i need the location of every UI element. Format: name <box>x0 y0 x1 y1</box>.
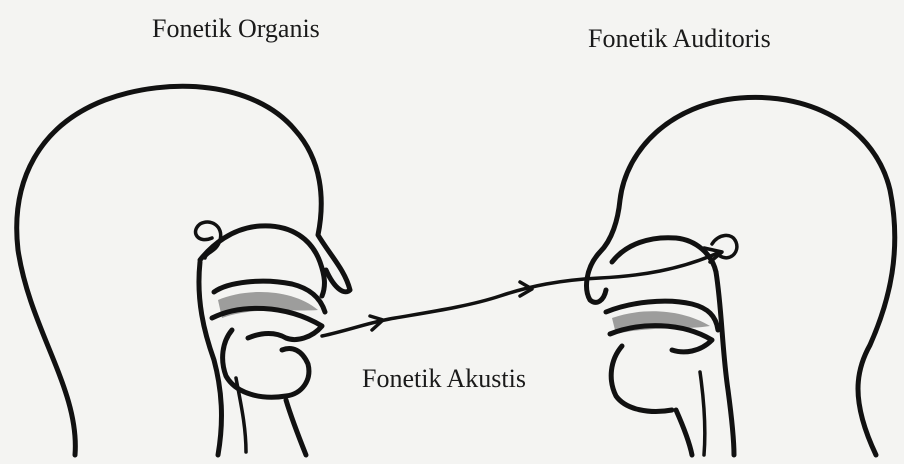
listener-throat-front <box>716 272 734 455</box>
speaker-neck <box>286 400 306 455</box>
label-fonetik-organis: Fonetik Organis <box>152 14 320 44</box>
listener-tongue <box>610 326 712 352</box>
listener-throat-back <box>700 372 705 455</box>
listener-jaw <box>611 346 672 411</box>
speaker-head-outline <box>17 86 350 455</box>
label-fonetik-auditoris: Fonetik Auditoris <box>588 24 771 54</box>
label-fonetik-akustis: Fonetik Akustis <box>362 364 526 394</box>
listener-neck <box>676 410 692 455</box>
speaker-nasal-cavity <box>200 226 324 296</box>
speaker-head <box>17 86 350 455</box>
listener-nasal-cavity <box>612 238 716 272</box>
